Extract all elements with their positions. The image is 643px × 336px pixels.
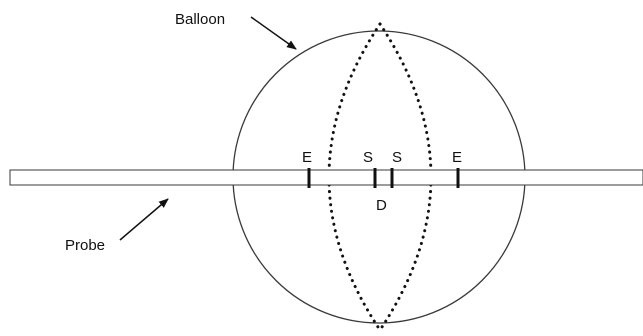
probe-shaft bbox=[9, 169, 643, 186]
balloon-pointer-arrow bbox=[250, 16, 297, 50]
sensor-right-label: S bbox=[392, 149, 402, 166]
detector-label: D bbox=[376, 197, 387, 214]
electrode-left-label: E bbox=[302, 149, 312, 166]
electrode-right-label: E bbox=[452, 149, 462, 166]
balloon-label: Balloon bbox=[175, 11, 225, 28]
probe-pointer-arrow bbox=[119, 198, 169, 241]
sensor-left-label: S bbox=[363, 149, 373, 166]
probe-label: Probe bbox=[65, 237, 105, 254]
